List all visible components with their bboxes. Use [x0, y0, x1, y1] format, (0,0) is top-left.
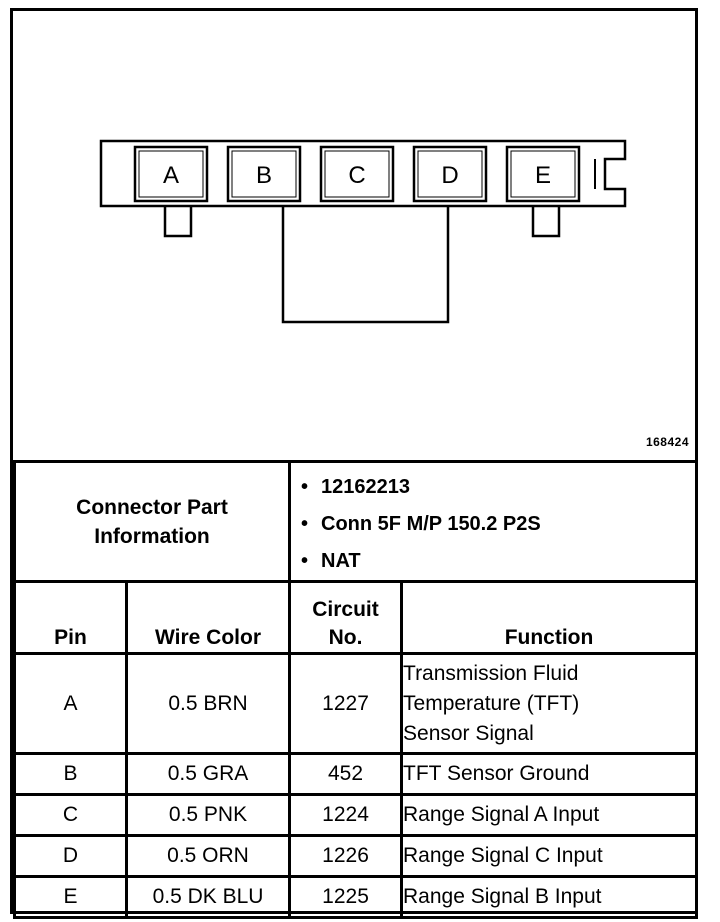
pin-label: B: [256, 162, 272, 189]
figure-id: 168424: [645, 435, 689, 449]
table-row: D 0.5 ORN 1226 Range Signal C Input: [13, 834, 699, 878]
header-wire-color: Wire Color: [124, 580, 292, 655]
circuit-cell: 1224: [288, 793, 404, 837]
pin-cavity-inner: [417, 150, 483, 198]
pin-cell: A: [13, 652, 128, 755]
pin-cavity-inner: [324, 150, 390, 198]
table-row: A 0.5 BRN 1227 Transmission Fluid Temper…: [13, 652, 699, 755]
wire-color-cell: 0.5 ORN: [124, 834, 292, 878]
connector-part-item: NAT: [301, 543, 695, 580]
connector-part-item: 12162213: [301, 469, 695, 506]
header-function: Function: [400, 580, 699, 655]
pin-cavity-outline: [412, 145, 488, 203]
pin-label: A: [163, 162, 179, 189]
connector-part-row: Connector Part Information 12162213 Conn…: [12, 460, 699, 583]
pin-cell: C: [13, 793, 128, 837]
connector-body: [99, 139, 627, 208]
table-row: C 0.5 PNK 1224 Range Signal A Input: [13, 793, 699, 837]
pin-cell: B: [13, 752, 128, 796]
pin-label: E: [535, 162, 551, 189]
pin-cavity-outline: [226, 145, 302, 203]
pin-label: C: [348, 162, 365, 189]
connector-part-values: 12162213 Conn 5F M/P 150.2 P2S NAT: [288, 460, 699, 583]
table-row: E 0.5 DK BLU 1225 Range Signal B Input: [13, 875, 699, 919]
circuit-cell: 1227: [288, 652, 404, 755]
wire-color-cell: 0.5 DK BLU: [124, 875, 292, 919]
pin-cavity-a: A: [133, 145, 209, 203]
key-tab-a: [163, 206, 193, 238]
table-row: B 0.5 GRA 452 TFT Sensor Ground: [13, 752, 699, 796]
pin-cell: E: [13, 875, 128, 919]
header-pin: Pin: [13, 580, 128, 655]
pin-cavity-d: D: [412, 145, 488, 203]
key-tab-center: [281, 206, 450, 324]
function-cell: Range Signal B Input: [400, 875, 699, 919]
pin-cavity-inner: [138, 150, 204, 198]
wire-color-cell: 0.5 PNK: [124, 793, 292, 837]
function-cell: Range Signal A Input: [400, 793, 699, 837]
pin-cavity-outline: [133, 145, 209, 203]
key-tab-e: [531, 206, 561, 238]
circuit-cell: 1225: [288, 875, 404, 919]
connector-face-drawing: A B C D E: [99, 139, 627, 324]
pin-cavity-b: B: [226, 145, 302, 203]
header-row: Pin Wire Color Circuit No. Function: [13, 580, 699, 655]
connector-diagram: A B C D E 168424: [13, 11, 695, 459]
connector-info-table: Connector Part Information 12162213 Conn…: [12, 460, 699, 919]
pin-cavity-e: E: [505, 145, 581, 203]
wire-color-cell: 0.5 BRN: [124, 652, 292, 755]
circuit-cell: 452: [288, 752, 404, 796]
pin-label: D: [441, 162, 458, 189]
pin-cavity-c: C: [319, 145, 395, 203]
header-circuit: Circuit No.: [288, 580, 404, 655]
wire-color-cell: 0.5 GRA: [124, 752, 292, 796]
connector-part-item: Conn 5F M/P 150.2 P2S: [301, 506, 695, 543]
pin-cavity-outline: [319, 145, 395, 203]
pin-cavity-inner: [510, 150, 576, 198]
connector-part-list: 12162213 Conn 5F M/P 150.2 P2S NAT: [291, 463, 695, 580]
pin-cavity-outline: [505, 145, 581, 203]
function-cell: Transmission Fluid Temperature (TFT) Sen…: [400, 652, 699, 755]
pin-cell: D: [13, 834, 128, 878]
circuit-cell: 1226: [288, 834, 404, 878]
pin-cavity-inner: [231, 150, 297, 198]
function-cell: TFT Sensor Ground: [400, 752, 699, 796]
function-cell: Range Signal C Input: [400, 834, 699, 878]
connector-part-label: Connector Part Information: [12, 460, 292, 583]
